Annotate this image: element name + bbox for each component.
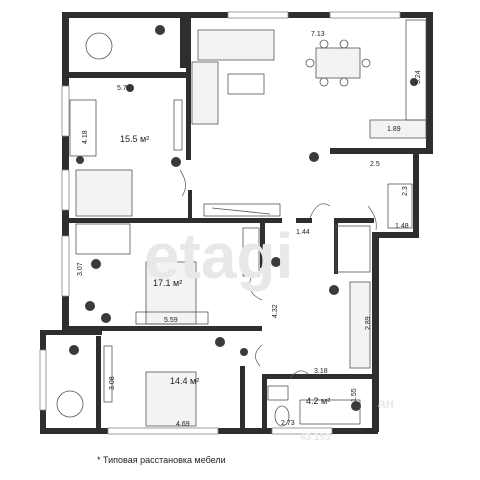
dim-living-width: 7.13 <box>311 31 325 38</box>
windows <box>39 11 401 435</box>
room-area-mid-left: 17.1 м² <box>153 278 182 288</box>
interior-walls <box>62 14 418 432</box>
room-area-top-left: 15.5 м² <box>120 134 149 144</box>
watermark-logo: etagi <box>144 220 293 292</box>
dim-room-mid-left-height: 3.07 <box>77 262 84 276</box>
dim-room-mid-left-width: 5.59 <box>164 317 178 324</box>
dim-bathroom-width: 2.73 <box>281 420 295 427</box>
watermark-corner: ан <box>378 395 394 411</box>
doors <box>179 169 377 379</box>
furniture <box>56 19 427 427</box>
dim-closet-height: 2.3 <box>402 186 409 196</box>
watermark-code: 43 153 <box>300 432 331 443</box>
dim-wardrobe-height: 2.89 <box>365 316 372 330</box>
dimension-labels: 5.70 4.18 7.13 5.24 1.89 2.5 2.3 1.48 1.… <box>77 31 422 428</box>
dim-kitchen-lower: 2.5 <box>370 161 380 168</box>
dim-corridor-width: 3.18 <box>314 368 328 375</box>
dim-room-bottom-width: 4.69 <box>176 421 190 428</box>
dim-hall-door: 1.44 <box>296 229 310 236</box>
room-area-bathroom: 4.2 м² <box>306 396 330 406</box>
plant-icons <box>69 25 418 411</box>
dim-corridor-height: 4.32 <box>272 304 279 318</box>
room-area-bottom: 14.4 м² <box>170 376 199 386</box>
dim-room-top-left-height: 4.18 <box>82 130 89 144</box>
dim-bathroom-height: 1.55 <box>351 388 358 402</box>
dim-kitchen-unit: 1.89 <box>387 126 401 133</box>
dim-living-height: 5.24 <box>415 70 422 84</box>
furniture-footnote: * Типовая расстановка мебели <box>97 455 226 465</box>
room-area-labels: 15.5 м² 17.1 м² 14.4 м² 4.2 м² <box>120 134 330 406</box>
dim-room-top-left-width: 5.70 <box>117 85 131 92</box>
dim-room-bottom-height: 3.08 <box>109 376 116 390</box>
dim-closet-width: 1.48 <box>395 223 409 230</box>
